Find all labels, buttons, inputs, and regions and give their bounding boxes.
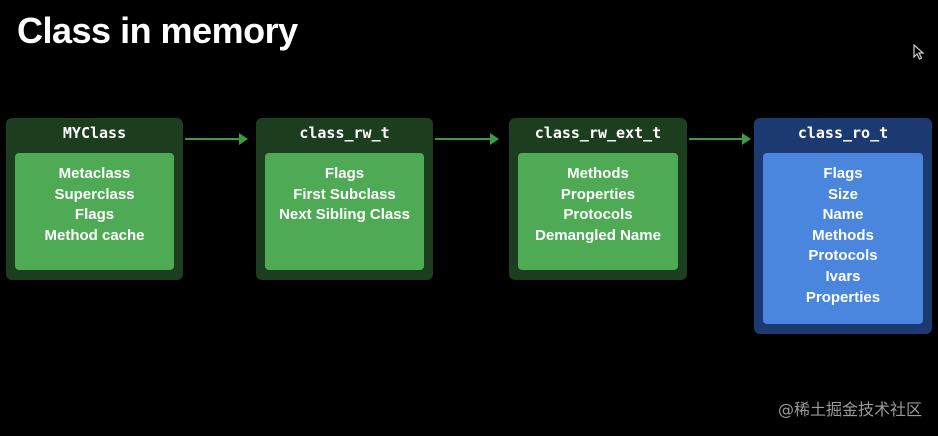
arrow-rw-to-rw-ext bbox=[435, 133, 499, 145]
field: Methods bbox=[567, 165, 629, 182]
class-rw-ext-t-box: class_rw_ext_t Methods Properties Protoc… bbox=[509, 118, 687, 280]
arrow-rw-ext-to-ro bbox=[689, 133, 751, 145]
watermark: @稀土掘金技术社区 bbox=[777, 400, 922, 419]
box-header: class_rw_t bbox=[299, 124, 390, 142]
mouse-pointer-icon bbox=[913, 44, 925, 60]
class-ro-t-fields: Flags Size Name Methods Protocols Ivars … bbox=[763, 153, 923, 324]
field: Method cache bbox=[44, 226, 145, 244]
field: Demangled Name bbox=[535, 226, 661, 244]
field: Flags bbox=[823, 165, 863, 182]
field: Ivars bbox=[825, 267, 861, 285]
field: Next Sibling Class bbox=[279, 206, 410, 224]
field: Flags bbox=[324, 165, 365, 182]
field: First Subclass bbox=[293, 185, 396, 203]
field: Superclass bbox=[54, 185, 135, 203]
field: Protocols bbox=[563, 206, 633, 224]
class-rw-ext-t-fields: Methods Properties Protocols Demangled N… bbox=[518, 153, 678, 270]
arrow-myclass-to-rw bbox=[185, 133, 248, 145]
myclass-fields: Metaclass Superclass Flags Method cache bbox=[15, 153, 174, 270]
slide-title: Class in memory bbox=[17, 10, 298, 51]
field: Size bbox=[827, 185, 858, 203]
myclass-box: MYClass Metaclass Superclass Flags Metho… bbox=[6, 118, 183, 280]
box-header: MYClass bbox=[62, 124, 127, 142]
field: Properties bbox=[560, 185, 636, 203]
box-header: class_ro_t bbox=[797, 124, 889, 142]
field: Metaclass bbox=[58, 165, 131, 182]
field: Properties bbox=[805, 288, 881, 306]
field: Methods bbox=[812, 226, 874, 244]
class-rw-t-fields: Flags First Subclass Next Sibling Class bbox=[265, 153, 424, 270]
box-header: class_rw_ext_t bbox=[534, 124, 662, 142]
class-rw-t-box: class_rw_t Flags First Subclass Next Sib… bbox=[256, 118, 433, 280]
class-ro-t-box: class_ro_t Flags Size Name Methods Proto… bbox=[754, 118, 932, 334]
field: Name bbox=[822, 206, 864, 224]
field: Protocols bbox=[808, 247, 878, 265]
field: Flags bbox=[74, 206, 115, 224]
